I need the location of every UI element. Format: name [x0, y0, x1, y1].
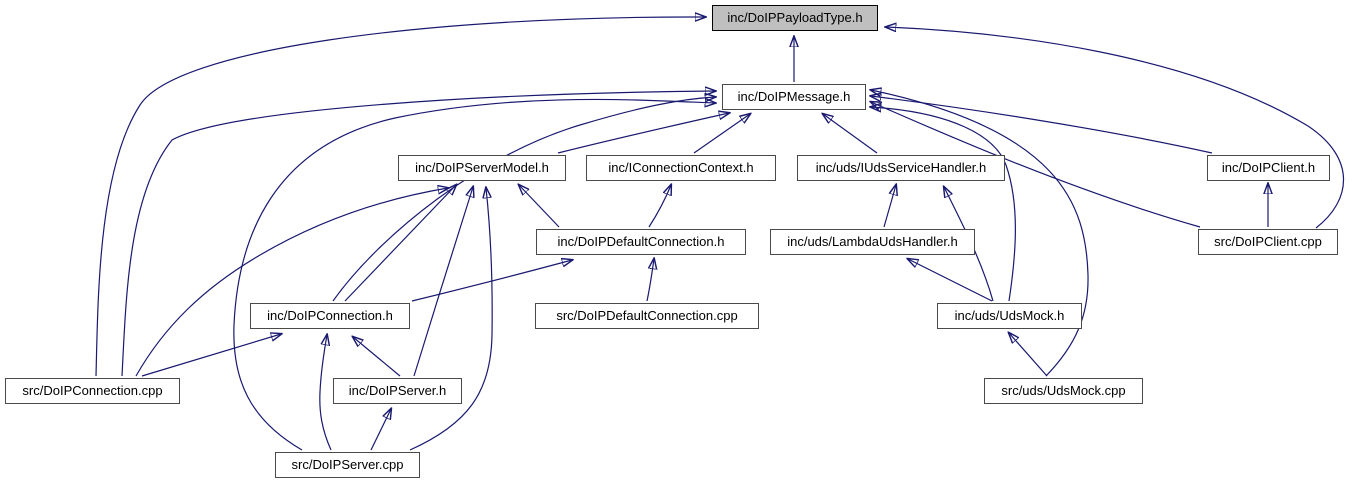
edge-server-h-to-server-model [413, 187, 473, 377]
edge-client-cpp-to-message [871, 102, 1201, 228]
edge-connection-cpp-to-payload [95, 17, 705, 377]
edge-server-h-to-connection-h [353, 337, 401, 377]
edge-connection-h-to-server-model [344, 185, 456, 302]
edge-server-cpp-to-message [233, 99, 715, 451]
node-src-uds-udsmock-cpp[interactable]: src/uds/UdsMock.cpp [984, 378, 1143, 404]
edge-server-cpp-to-server-h [370, 409, 391, 451]
edge-connection-cpp-to-server-model [135, 188, 448, 377]
node-inc-doipconnection-h[interactable]: inc/DoIPConnection.h [250, 303, 410, 329]
edge-iconnection-context-to-message [693, 114, 750, 154]
edge-server-cpp-to-connection-h [319, 335, 332, 451]
edge-connection-h-to-message [332, 97, 715, 302]
edge-default-connection-cpp-to-default-connection-h [646, 259, 654, 302]
edge-uds-mock-h-to-lambda-uds-handler [908, 259, 993, 302]
edge-server-cpp-to-server-model [409, 188, 493, 451]
node-inc-doipservermodel-h[interactable]: inc/DoIPServerModel.h [398, 155, 566, 181]
node-src-doipdefaultconnection-cpp[interactable]: src/DoIPDefaultConnection.cpp [535, 303, 759, 329]
node-inc-doipdefaultconnection-h[interactable]: inc/DoIPDefaultConnection.h [536, 229, 746, 255]
edge-uds-mock-cpp-to-message [871, 90, 1089, 377]
edge-uds-mock-cpp-to-uds-mock-h [1009, 333, 1048, 377]
edge-connection-cpp-to-message [121, 91, 715, 377]
node-inc-uds-iudsservicehandler-h[interactable]: inc/uds/IUdsServiceHandler.h [797, 155, 1005, 181]
edge-connection-cpp-to-connection-h [141, 334, 281, 377]
edge-default-connection-h-to-iconnection-context [648, 185, 671, 228]
node-src-doipconnection-cpp[interactable]: src/DoIPConnection.cpp [5, 378, 180, 404]
node-src-doipserver-cpp[interactable]: src/DoIPServer.cpp [275, 452, 420, 478]
edge-default-connection-h-to-server-model [519, 185, 560, 228]
edge-uds-mock-h-to-message [871, 107, 1016, 302]
edge-client-cpp-to-payload [886, 27, 1345, 229]
edge-server-model-to-message [557, 113, 729, 154]
edge-iuds-service-handler-to-message [823, 114, 878, 154]
node-inc-doipmessage-h[interactable]: inc/DoIPMessage.h [722, 84, 866, 110]
node-src-doipclient-cpp[interactable]: src/DoIPClient.cpp [1198, 229, 1338, 255]
edge-client-h-to-message [871, 96, 1213, 154]
node-inc-doipclient-h[interactable]: inc/DoIPClient.h [1207, 155, 1330, 181]
node-inc-doipserver-h[interactable]: inc/DoIPServer.h [333, 378, 462, 404]
node-inc-uds-lambdaudshandler-h[interactable]: inc/uds/LambdaUdsHandler.h [770, 229, 975, 255]
node-inc-doippayloadtype-h[interactable]: inc/DoIPPayloadType.h [712, 5, 878, 31]
node-inc-uds-udsmock-h[interactable]: inc/uds/UdsMock.h [937, 303, 1082, 329]
edge-lambda-uds-handler-to-iuds-service-handler [883, 185, 896, 228]
node-inc-iconnectioncontext-h[interactable]: inc/IConnectionContext.h [586, 155, 776, 181]
